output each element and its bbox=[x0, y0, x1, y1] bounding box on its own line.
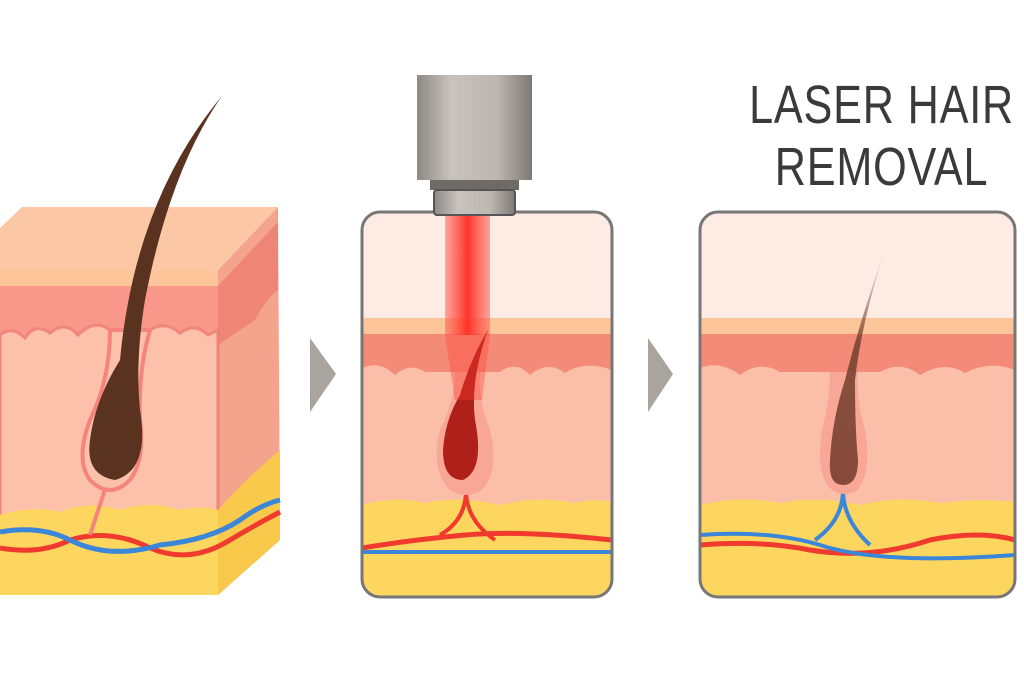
vein bbox=[0, 497, 281, 554]
right-epidermis bbox=[218, 222, 278, 345]
laser-glow bbox=[445, 335, 490, 400]
title-line-2: REMOVAL bbox=[775, 137, 989, 198]
panel-frame bbox=[698, 210, 1017, 599]
artery bbox=[362, 530, 612, 551]
stratum-layer bbox=[700, 318, 1015, 334]
fat-layer bbox=[362, 499, 612, 597]
stratum-layer bbox=[0, 270, 218, 286]
title-line-1: LASER HAIR bbox=[749, 75, 1015, 135]
arrow-right-icon bbox=[310, 338, 336, 412]
laser-beam bbox=[445, 215, 490, 335]
hair-icon bbox=[89, 96, 223, 480]
panel-skin-cube bbox=[0, 96, 282, 595]
hair-faded-icon bbox=[829, 250, 885, 485]
title: LASER HAIR REMOVAL bbox=[700, 74, 1024, 198]
cube-top-face bbox=[0, 207, 278, 270]
fat-layer bbox=[700, 499, 1015, 597]
laser-handpiece bbox=[417, 75, 532, 216]
arrow-right-icon bbox=[648, 338, 673, 412]
hair-bulb-heated bbox=[443, 330, 488, 480]
fat-side bbox=[218, 450, 280, 595]
panel-after-treatment bbox=[700, 212, 1015, 597]
vein bbox=[700, 531, 1015, 561]
panel-laser-treatment bbox=[362, 212, 612, 597]
follicle-nerve bbox=[813, 489, 872, 547]
